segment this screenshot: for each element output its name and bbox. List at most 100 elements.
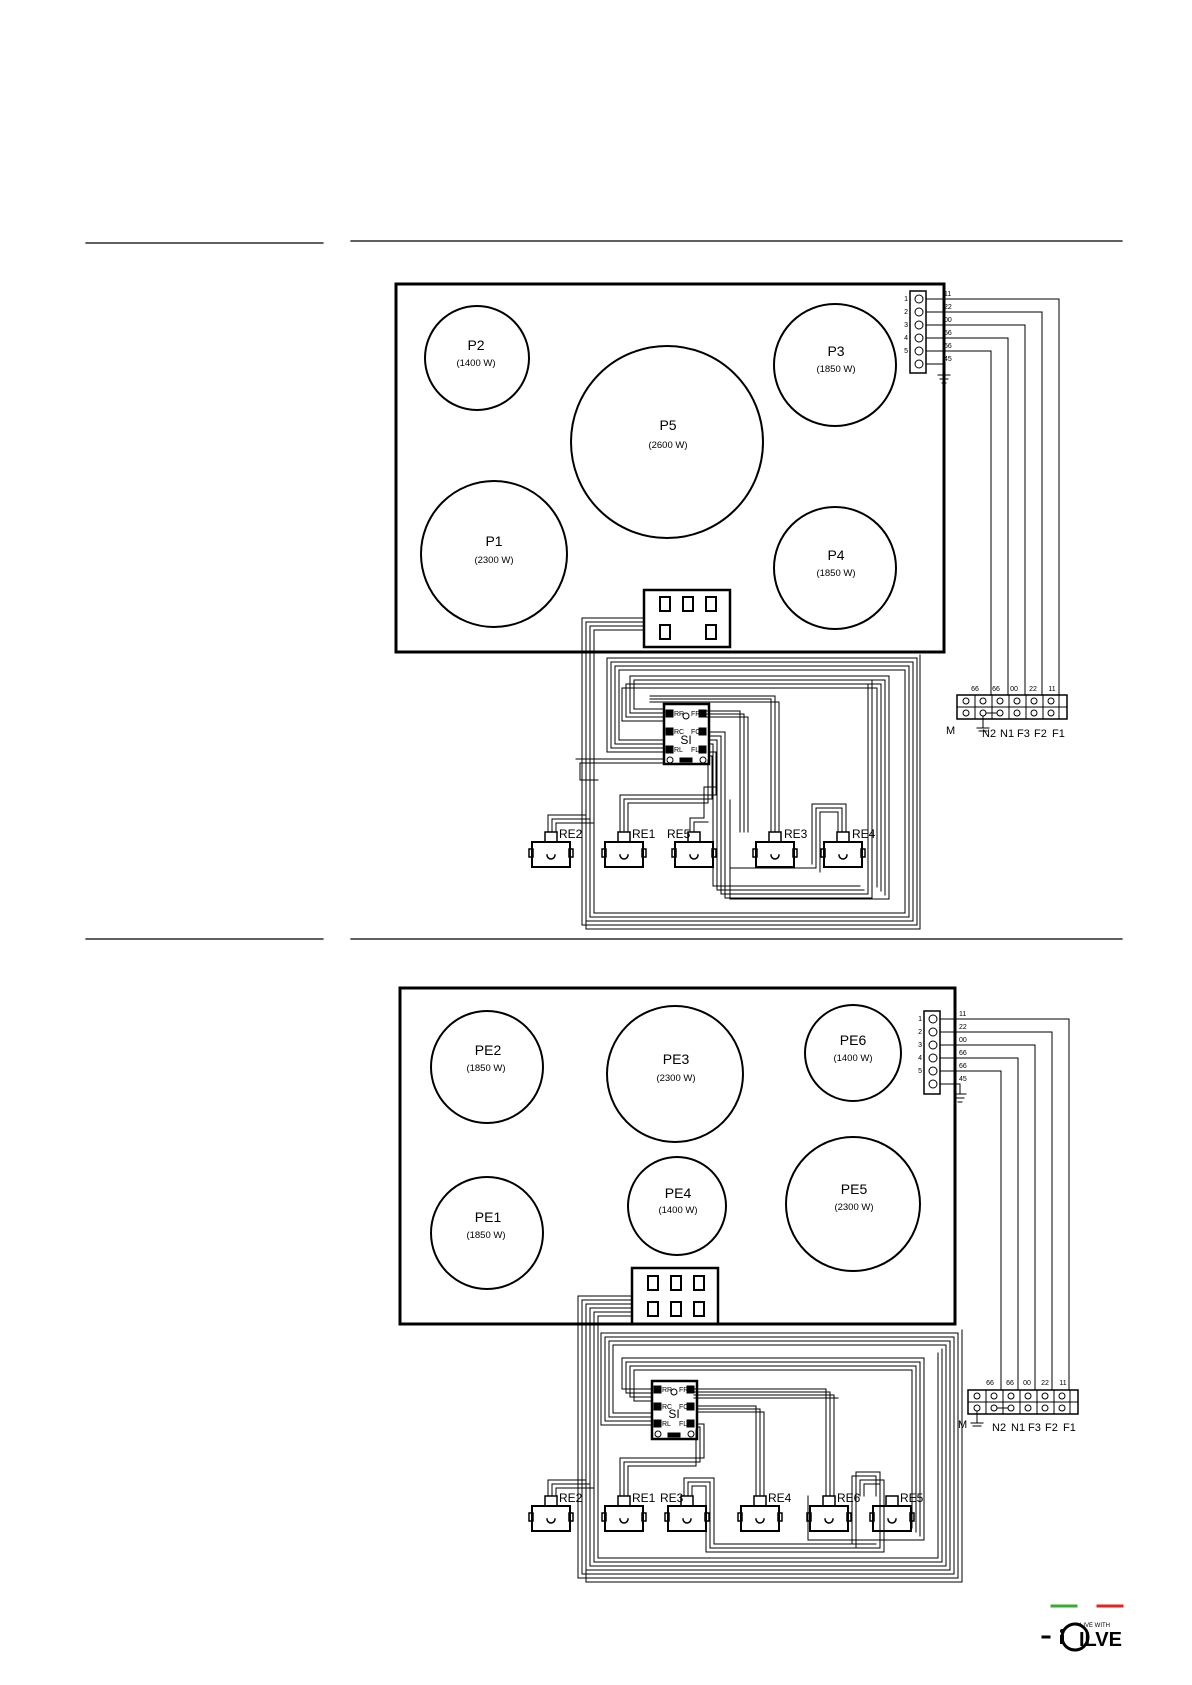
cooking-zone-pe2: PE2 (1850 W) [430, 1010, 544, 1124]
pin-label: 4 [904, 335, 908, 342]
wire-code: 11 [959, 1011, 966, 1018]
wire-code: 66 [944, 343, 952, 350]
zone-power: (1850 W) [816, 568, 855, 579]
wire-code: 66 [944, 330, 952, 337]
regulator-re5: RE5 [667, 827, 717, 868]
regulator-label: RE3 [660, 1491, 684, 1505]
cooking-zone-p4: P4 (1850 W) [773, 506, 897, 630]
zone-name: PE5 [841, 1181, 868, 1197]
zone-power: (1850 W) [466, 1230, 505, 1241]
cooking-zone-pe3: PE3 (2300 W) [606, 1005, 744, 1143]
hob-outline [394, 282, 946, 654]
port-label: RR [674, 711, 684, 718]
wire-code: 66 [986, 1380, 994, 1387]
cooking-zone-p2: P2 (1400 W) [424, 305, 530, 411]
zone-power: (2300 W) [834, 1202, 873, 1213]
regulator-label: RE1 [632, 827, 656, 841]
port-label: RC [662, 1404, 672, 1411]
zone-power: (2300 W) [474, 555, 513, 566]
regulator-re6: RE6 [806, 1491, 861, 1532]
wire-code: 00 [959, 1037, 967, 1044]
port-label: RL [662, 1421, 671, 1428]
control-display [642, 588, 732, 649]
zone-power: (1400 W) [456, 358, 495, 369]
wire-code: 22 [1029, 686, 1037, 693]
terminal-label: N2 [992, 1422, 1006, 1434]
terminal-label: M [958, 1419, 967, 1431]
mains-feed-wires [925, 298, 1060, 696]
wire-code: 66 [992, 686, 1000, 693]
regulator-label: RE6 [837, 1491, 861, 1505]
wiring-harness [547, 617, 921, 930]
zone-name: PE2 [475, 1042, 502, 1058]
terminal-label: F1 [1063, 1422, 1076, 1434]
regulator-re1: RE1 [601, 827, 656, 868]
regulator-re5: RE5 [869, 1491, 924, 1532]
mains-terminal: 66 66 00 22 11 M N2 N1 F3 F2 F1 [958, 1380, 1079, 1434]
terminal-label: N1 [1011, 1422, 1025, 1434]
port-label: RC [674, 729, 684, 736]
regulator-label: RE2 [559, 1491, 583, 1505]
switch-label: SI [680, 733, 691, 747]
hob-terminal-block: 1 2 3 4 5 11 22 00 66 66 45 [918, 1010, 967, 1095]
regulator-re1: RE1 [601, 1491, 656, 1532]
terminal-label: F2 [1045, 1422, 1058, 1434]
wire-code: 22 [959, 1024, 967, 1031]
wire-code: 66 [1006, 1380, 1014, 1387]
pin-label: 3 [918, 1042, 922, 1049]
regulator-re4: RE4 [820, 827, 876, 868]
wire-code: 66 [971, 686, 979, 693]
diagram-1: P2 (1400 W) P5 (2600 W) P3 (1850 W) P1 (… [394, 282, 1068, 930]
wire-code: 45 [959, 1076, 967, 1083]
terminal-label: F3 [1028, 1422, 1041, 1434]
cooking-zone-pe5: PE5 (2300 W) [785, 1136, 921, 1272]
cooking-zone-pe6: PE6 (1400 W) [804, 1004, 902, 1102]
port-label: FC [691, 729, 700, 736]
brand-footer: LIVE WITH ILVE [1041, 1604, 1124, 1652]
pin-label: 2 [918, 1029, 922, 1036]
terminal-label: N1 [1000, 728, 1014, 740]
cooking-zone-p5: P5 (2600 W) [570, 345, 764, 539]
cooking-zone-pe4: PE4 (1400 W) [627, 1156, 727, 1256]
zone-power: (2300 W) [656, 1073, 695, 1084]
wire-code: 22 [944, 304, 952, 311]
port-label: FR [691, 711, 700, 718]
port-label: RL [674, 747, 683, 754]
pin-label: 5 [904, 348, 908, 355]
terminal-label: F1 [1052, 728, 1065, 740]
zone-power: (1850 W) [816, 364, 855, 375]
regulator-label: RE4 [768, 1491, 792, 1505]
terminal-label: N2 [982, 728, 996, 740]
terminal-label: M [946, 725, 955, 737]
pin-label: 1 [904, 296, 908, 303]
cooking-zone-pe1: PE1 (1850 W) [430, 1176, 544, 1290]
diagram-2: PE2 (1850 W) PE3 (2300 W) PE6 (1400 W) P… [398, 986, 1079, 1583]
pin-label: 5 [918, 1068, 922, 1075]
wire-code: 45 [944, 356, 952, 363]
pin-label: 3 [904, 322, 908, 329]
port-label: FL [679, 1421, 687, 1428]
zone-power: (1850 W) [466, 1063, 505, 1074]
switch-si: SI RR FR RC FC RL FL [662, 702, 711, 766]
wire-code: 00 [944, 317, 952, 324]
regulator-label: RE4 [852, 827, 876, 841]
regulator-re3: RE3 [752, 827, 808, 868]
control-display [630, 1266, 720, 1326]
regulator-re2: RE2 [528, 827, 583, 868]
logo-mark-icon [1060, 1622, 1090, 1652]
port-label: RR [662, 1387, 672, 1394]
wire-code: 11 [944, 291, 951, 298]
regulator-re3: RE3 [660, 1491, 710, 1532]
hob-outline [398, 986, 957, 1326]
zone-name: P5 [659, 417, 676, 433]
regulator-re2: RE2 [528, 1491, 583, 1532]
wire-code: 66 [959, 1050, 967, 1057]
terminal-label: F3 [1017, 728, 1030, 740]
regulator-re4: RE4 [737, 1491, 792, 1532]
regulator-label: RE5 [900, 1491, 924, 1505]
port-label: FR [679, 1387, 688, 1394]
pin-label: 2 [904, 309, 908, 316]
zone-name: PE4 [665, 1185, 692, 1201]
